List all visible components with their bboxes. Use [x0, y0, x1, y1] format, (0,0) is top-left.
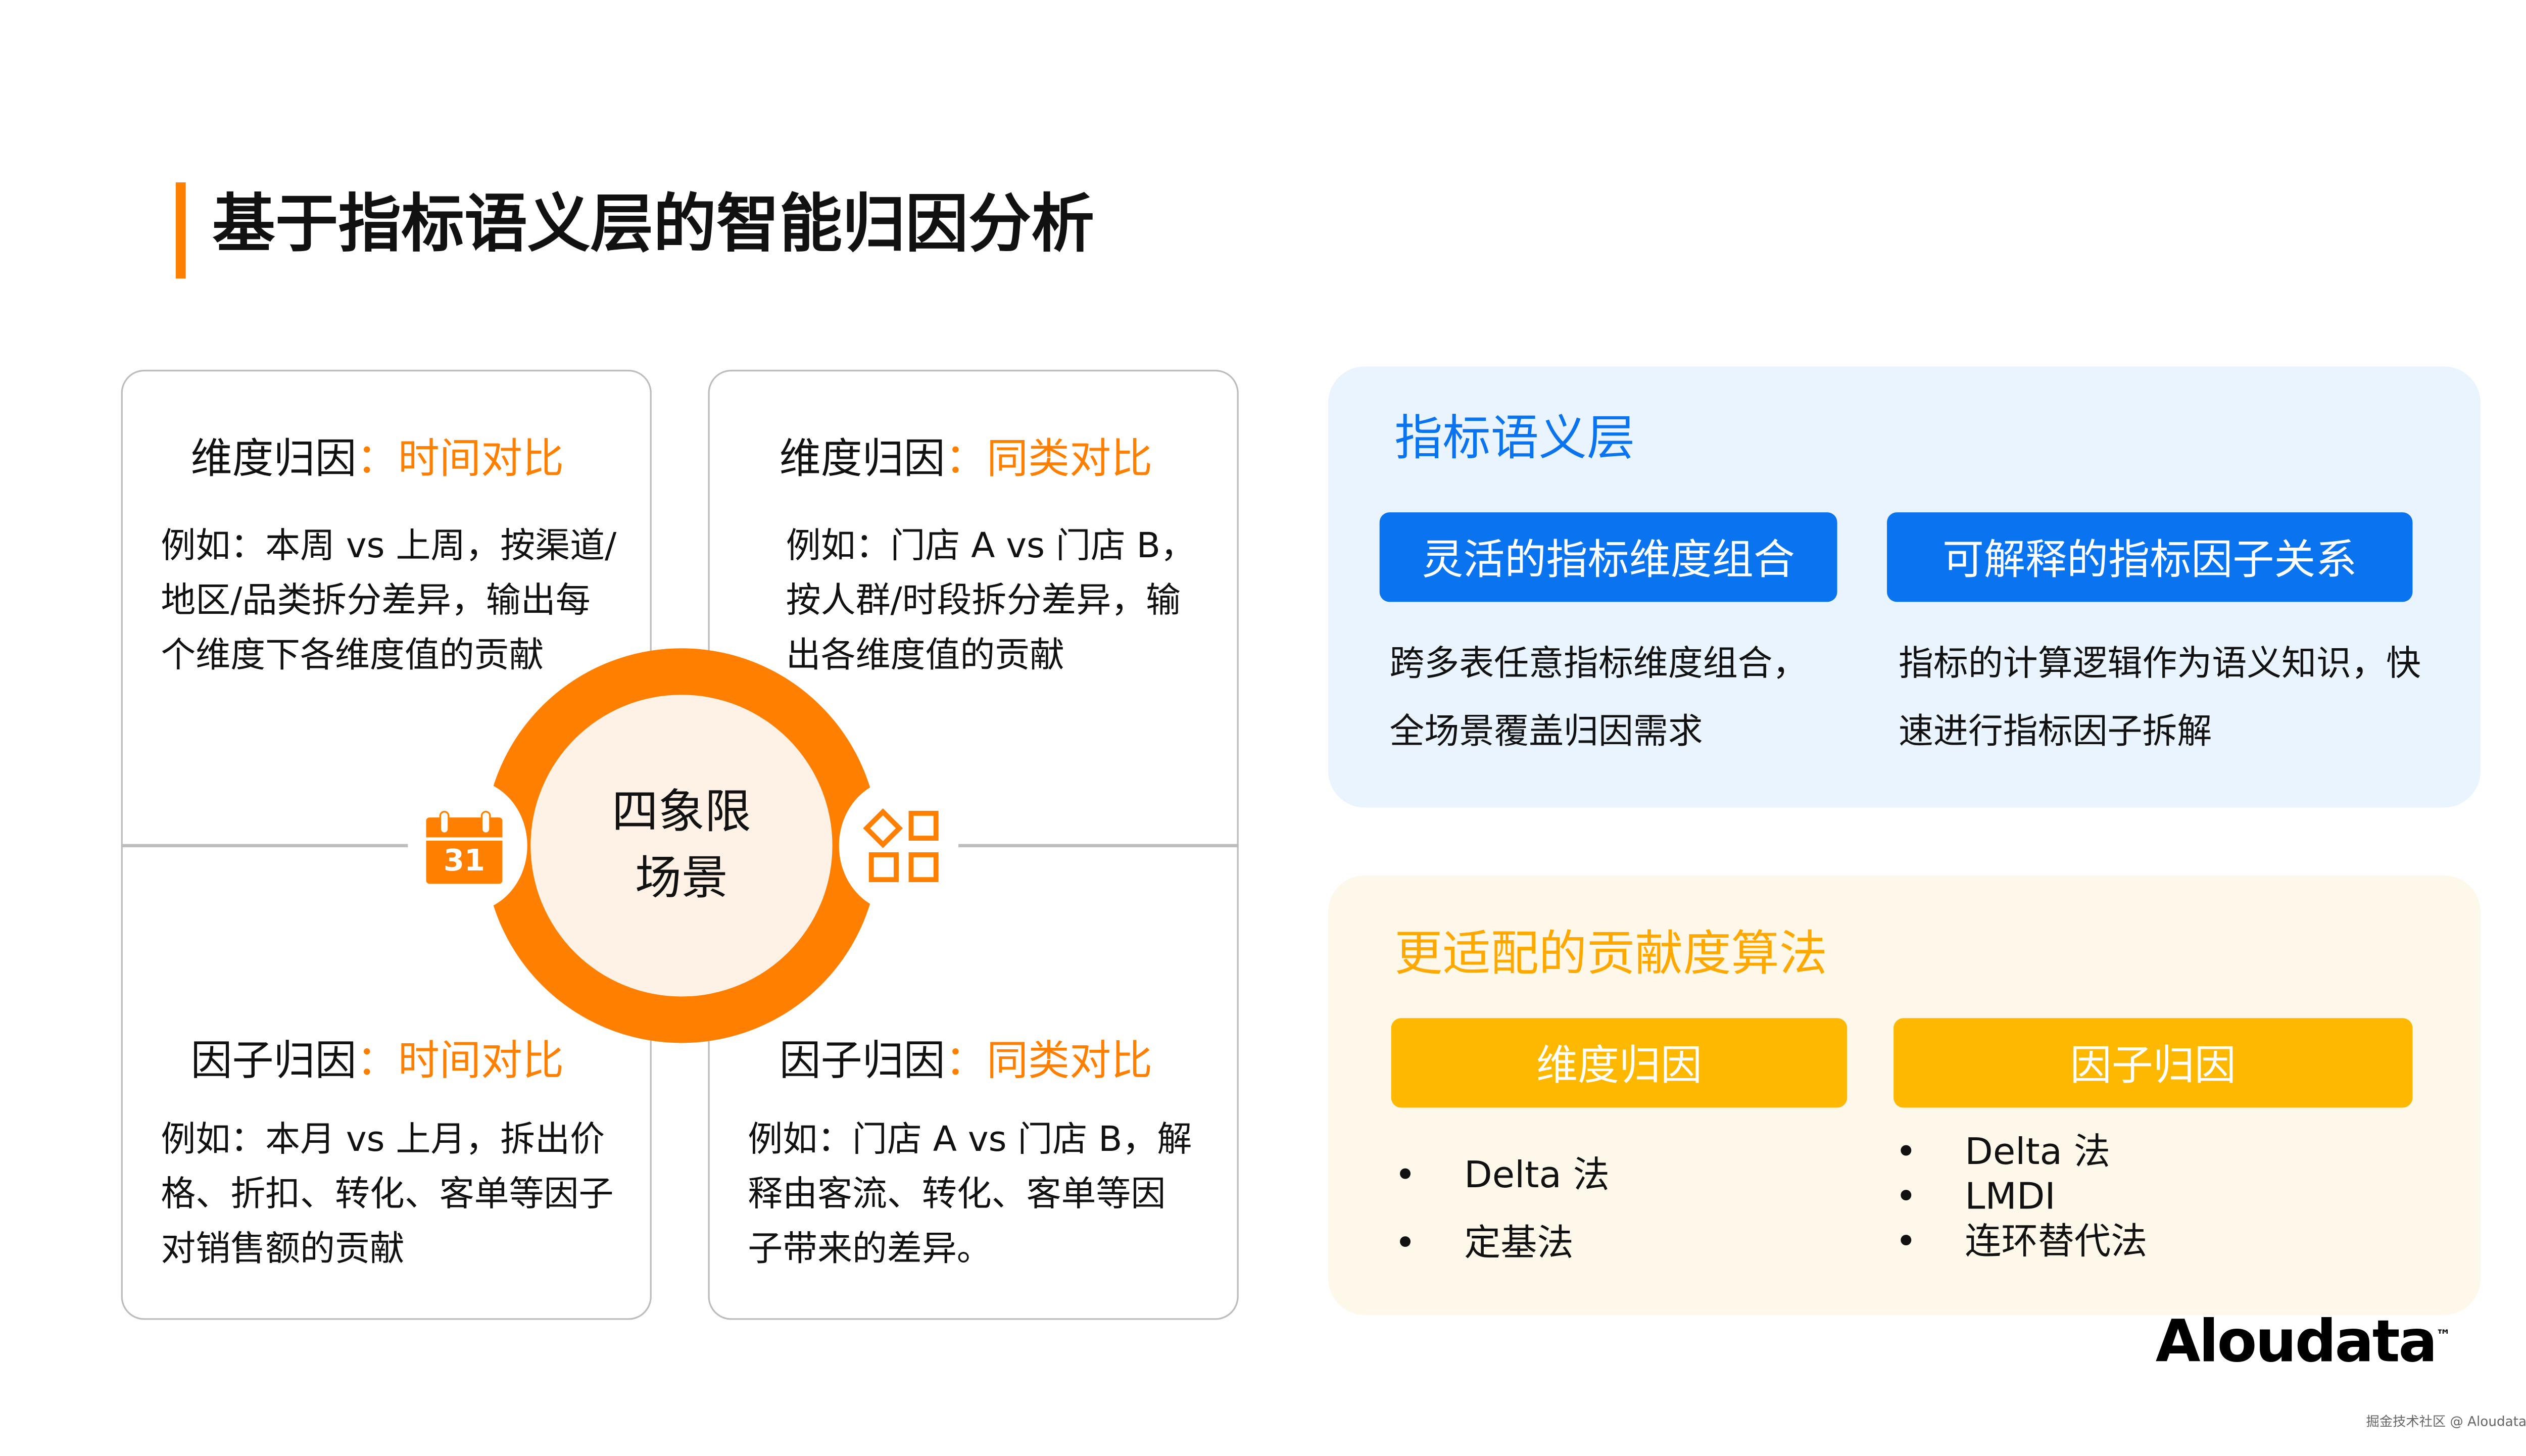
center-label-line2: 场景 — [635, 850, 728, 906]
list-item: LMDI — [1895, 1176, 2147, 1221]
center-label-line1: 四象限 — [612, 784, 751, 839]
semantic-text-2: 指标的计算逻辑作为语义知识，快速进行指标因子拆解 — [1899, 643, 2421, 751]
divider — [956, 844, 1239, 847]
algorithm-title: 更适配的贡献度算法 — [1394, 925, 1827, 982]
quadrant-1-body: 例如：本周 vs 上周，按渠道/地区/品类拆分差异，输出每个维度下各维度值的贡献 — [161, 525, 617, 675]
page-title: 基于指标语义层的智能归因分析 — [212, 187, 1095, 261]
dimension-attribution-button[interactable]: 维度归因 — [1391, 1018, 1848, 1108]
calendar-day: 31 — [426, 841, 503, 884]
semantic-text-1: 跨多表任意指标维度组合，全场景覆盖归因需求 — [1389, 643, 1808, 751]
quadrant-4-body: 例如：门店 A vs 门店 B，解释由客流、转化、客单等因子带来的差异。 — [748, 1119, 1192, 1269]
list-item: 定基法 — [1394, 1210, 1610, 1279]
list-item: Delta 法 — [1394, 1142, 1610, 1210]
dimension-method-list: Delta 法 定基法 — [1394, 1142, 1610, 1278]
quadrant-4-heading: 因子归因：同类对比 — [779, 1036, 1153, 1085]
list-item: 连环替代法 — [1895, 1221, 2147, 1266]
factor-attribution-button[interactable]: 因子归因 — [1893, 1018, 2413, 1108]
explainable-factor-button[interactable]: 可解释的指标因子关系 — [1887, 512, 2413, 602]
aloudata-logo: Aloudata™ — [2155, 1309, 2451, 1377]
quadrant-3-body: 例如：本月 vs 上月，拆出价格、折扣、转化、客单等因子对销售额的贡献 — [161, 1119, 614, 1269]
flexible-metric-dimension-button[interactable]: 灵活的指标维度组合 — [1379, 512, 1837, 602]
semantic-layer-title: 指标语义层 — [1394, 409, 1635, 466]
grid-apps-icon — [862, 807, 942, 887]
list-item: Delta 法 — [1895, 1131, 2147, 1176]
calendar-icon: 31 — [426, 810, 503, 884]
quadrant-2-body: 例如：门店 A vs 门店 B，按人群/时段拆分差异，输出各维度值的贡献 — [786, 525, 1195, 675]
quadrant-3-heading: 因子归因：时间对比 — [190, 1036, 564, 1085]
ring-notch-right — [839, 779, 959, 912]
title-accent-bar — [175, 182, 186, 279]
watermark: 掘金技术社区 @ Aloudata大应科技 — [2366, 1414, 2526, 1430]
factor-method-list: Delta 法 LMDI 连环替代法 — [1895, 1131, 2147, 1265]
quadrant-2-heading: 维度归因：同类对比 — [779, 434, 1153, 483]
center-label: 四象限 场景 — [530, 695, 833, 997]
quadrant-1-heading: 维度归因：时间对比 — [190, 434, 564, 483]
divider — [121, 844, 411, 847]
